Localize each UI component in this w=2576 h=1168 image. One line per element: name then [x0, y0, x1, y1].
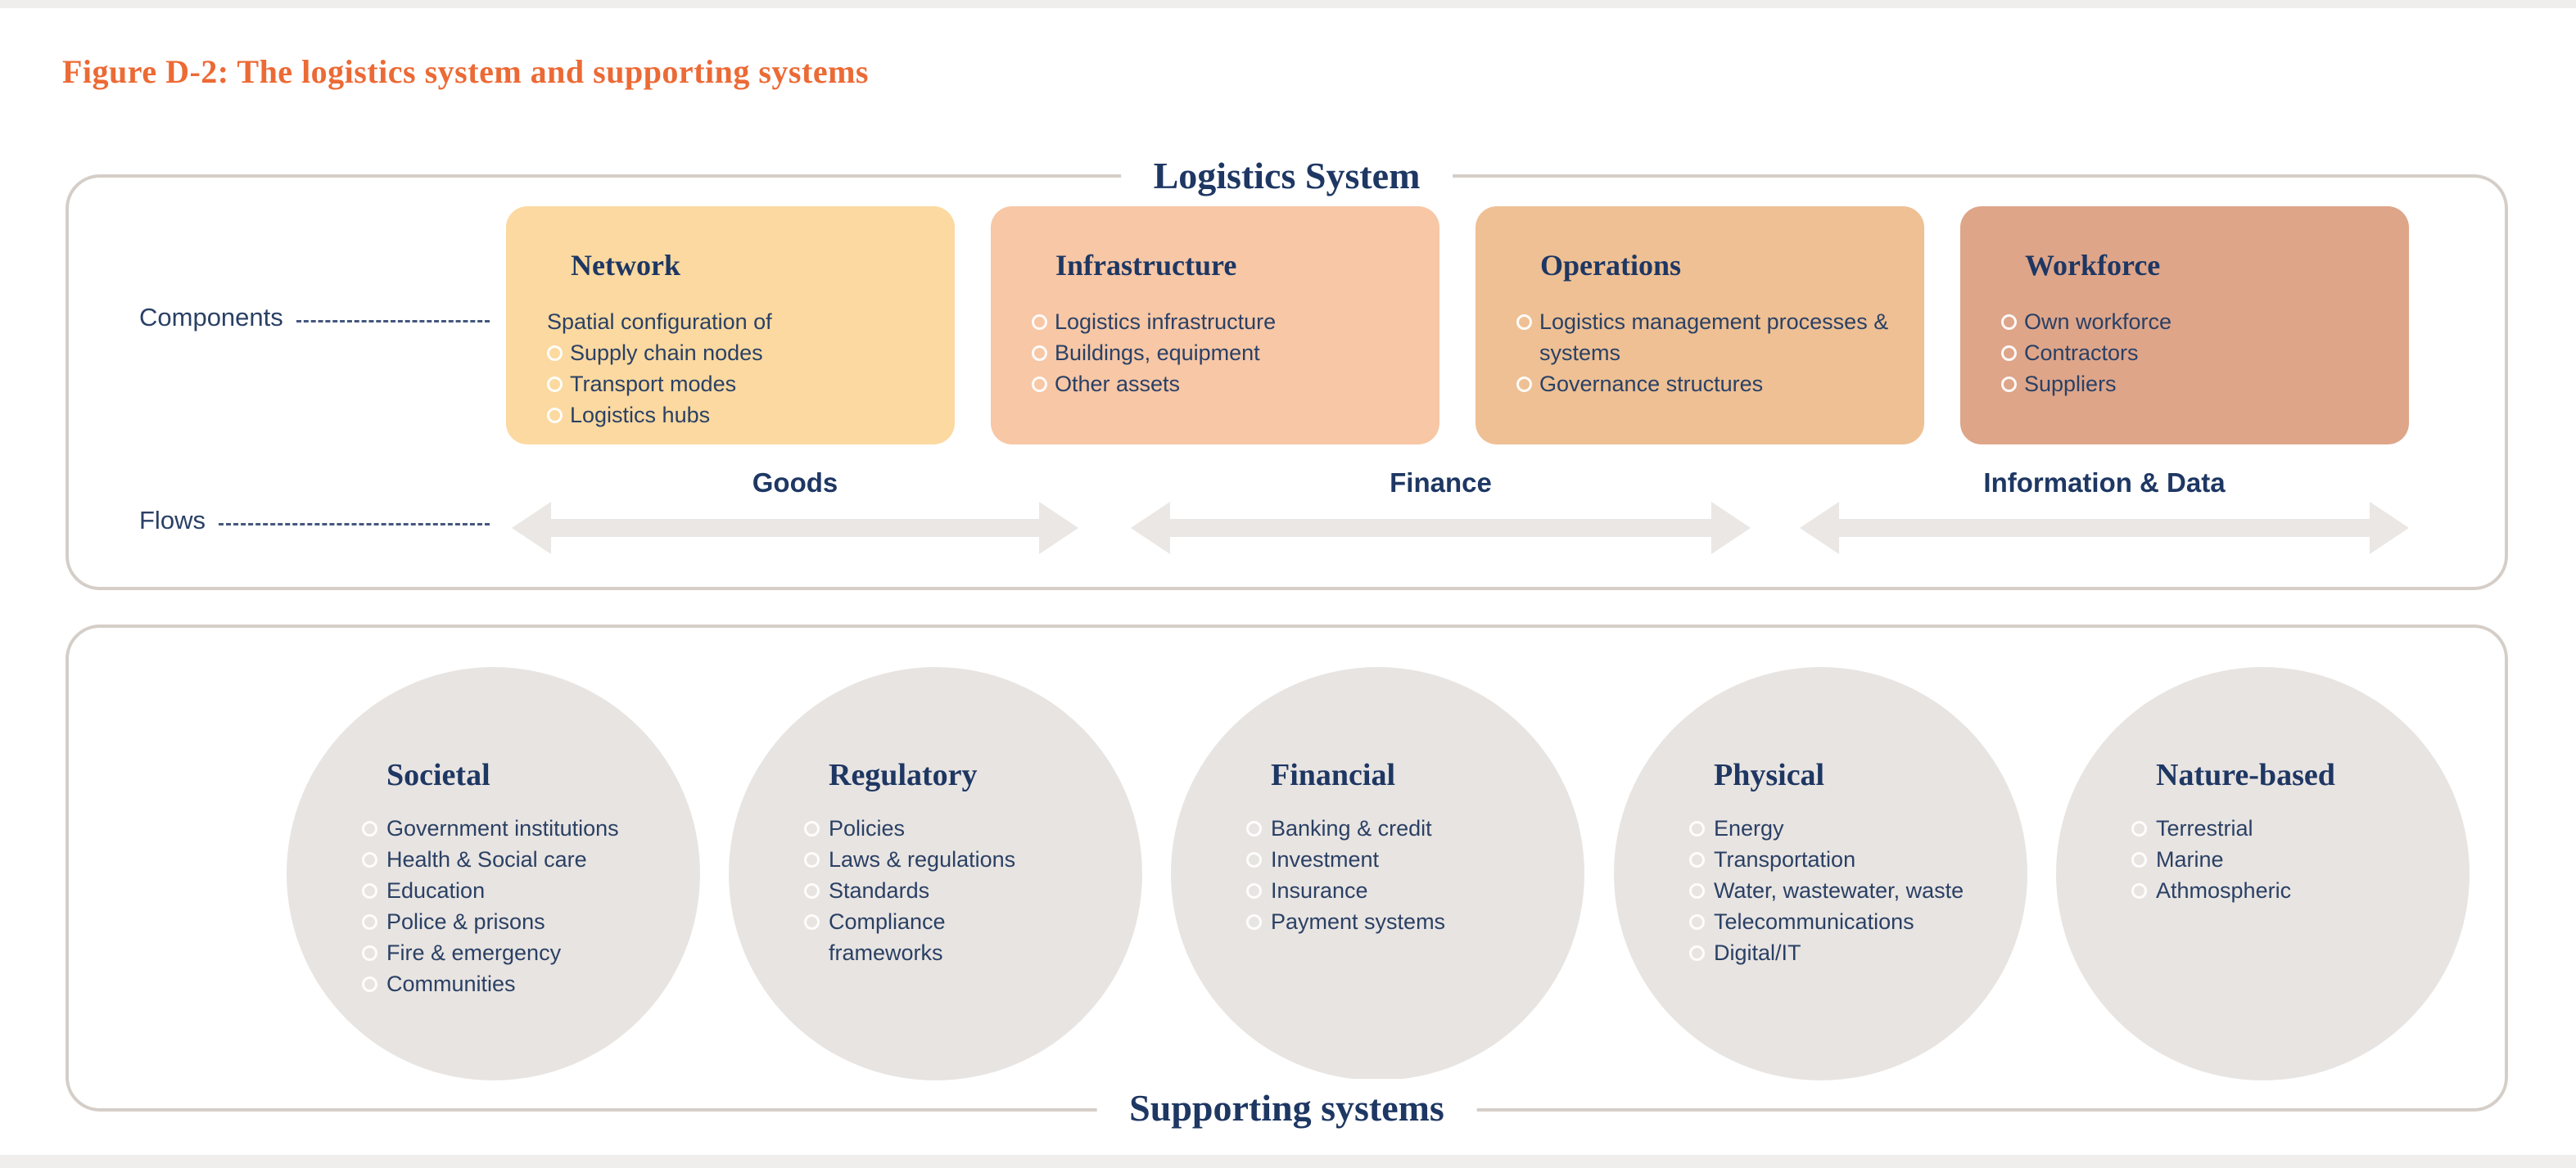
circle-bullet-list: Banking & credit Investment Insurance Pa…: [1246, 813, 1547, 937]
bullet-item: Banking & credit: [1246, 813, 1547, 844]
bullet-item: Supply chain nodes: [547, 337, 924, 368]
flow-label: Goods: [752, 467, 838, 498]
bullet-item: Transportation: [1689, 844, 1990, 875]
circle-bullet-list: Government institutions Health & Social …: [362, 813, 662, 999]
flow-label: Finance: [1390, 467, 1492, 498]
bottom-strip: [0, 1155, 2576, 1168]
arrow-shaft: [551, 519, 1039, 537]
components-leader-line: [296, 319, 490, 322]
bullet-item: Standards: [804, 875, 1035, 906]
card-title: Network: [571, 249, 680, 282]
card-intro: Spatial configuration of: [547, 309, 772, 334]
bullet-item: Policies: [804, 813, 1035, 844]
circle-title: Regulatory: [829, 758, 978, 792]
bullet-item: Education: [362, 875, 662, 906]
bullet-item: Energy: [1689, 813, 1990, 844]
arrow-left-head: [1800, 502, 1839, 554]
arrow-shaft: [1170, 519, 1711, 537]
bullet-item: Water, wastewater, waste: [1689, 875, 1990, 906]
figure-title: Figure D-2: The logistics system and sup…: [62, 53, 869, 90]
card-bullet-list: Supply chain nodes Transport modes Logis…: [547, 337, 924, 431]
circle-nature-based: Nature-based Terrestrial Marine Athmosph…: [2056, 667, 2470, 1080]
arrow-right-head: [1039, 502, 1078, 554]
double-arrow-icon: [512, 502, 1078, 554]
bullet-item: Terrestrial: [2131, 813, 2432, 844]
bullet-item: Digital/IT: [1689, 937, 1990, 968]
components-row-label: Components: [139, 300, 490, 336]
bullet-item: Governance structures: [1516, 368, 1893, 399]
arrow-shaft: [1839, 519, 2370, 537]
card-bullet-list: Logistics management processes & systems…: [1516, 306, 1893, 399]
circle-bullet-list: Energy Transportation Water, wastewater,…: [1689, 813, 1990, 968]
circle-title: Societal: [386, 758, 490, 792]
bullet-item: Athmospheric: [2131, 875, 2432, 906]
arrow-left-head: [1131, 502, 1170, 554]
circle-title: Financial: [1271, 758, 1396, 792]
circle-regulatory: Regulatory Policies Laws & regulations S…: [729, 667, 1142, 1080]
supporting-systems-panel: Societal Government institutions Health …: [66, 625, 2508, 1138]
bullet-item: Laws & regulations: [804, 844, 1035, 875]
bullet-item: Compliance frameworks: [804, 906, 1035, 968]
circle-societal: Societal Government institutions Health …: [287, 667, 700, 1080]
flows-row-label-text: Flows: [139, 506, 206, 534]
circle-title: Physical: [1714, 758, 1825, 792]
circle-physical: Physical Energy Transportation Water, wa…: [1614, 667, 2027, 1080]
component-card-infrastructure: Infrastructure Logistics infrastructure …: [991, 206, 1439, 444]
bullet-item: Logistics infrastructure: [1032, 306, 1408, 337]
bullet-item: Marine: [2131, 844, 2432, 875]
bullet-item: Contractors: [2001, 337, 2378, 368]
component-card-workforce: Workforce Own workforce Contractors Supp…: [1960, 206, 2409, 444]
card-bullet-list: Logistics infrastructure Buildings, equi…: [1032, 306, 1408, 399]
circle-financial: Financial Banking & credit Investment In…: [1171, 667, 1584, 1080]
arrow-left-head: [512, 502, 551, 554]
flow-goods: Goods: [512, 466, 1078, 554]
logistics-system-label: Logistics System: [1120, 147, 1453, 205]
double-arrow-icon: [1800, 502, 2409, 554]
card-title: Operations: [1540, 249, 1682, 282]
supporting-systems-label: Supporting systems: [1096, 1079, 1477, 1138]
components-row: Network Spatial configuration of Supply …: [506, 206, 2409, 444]
bullet-item: Buildings, equipment: [1032, 337, 1408, 368]
components-row-label-text: Components: [139, 303, 283, 331]
component-card-network: Network Spatial configuration of Supply …: [506, 206, 955, 444]
bullet-item: Government institutions: [362, 813, 662, 844]
bullet-item: Logistics management processes & systems: [1516, 306, 1893, 368]
bullet-item: Other assets: [1032, 368, 1408, 399]
bullet-item: Own workforce: [2001, 306, 2378, 337]
bullet-item: Health & Social care: [362, 844, 662, 875]
bullet-item: Logistics hubs: [547, 399, 924, 431]
card-title: Workforce: [2025, 249, 2161, 282]
top-strip: [0, 0, 2576, 8]
bullet-item: Communities: [362, 968, 662, 999]
bullet-item: Transport modes: [547, 368, 924, 399]
flow-finance: Finance: [1131, 466, 1751, 554]
flow-information-data: Information & Data: [1800, 466, 2409, 554]
bullet-item: Investment: [1246, 844, 1547, 875]
circle-title: Nature-based: [2156, 758, 2335, 792]
circle-bullet-list: Policies Laws & regulations Standards Co…: [804, 813, 1105, 968]
arrow-right-head: [2370, 502, 2409, 554]
double-arrow-icon: [1131, 502, 1751, 554]
component-card-operations: Operations Logistics management processe…: [1476, 206, 1924, 444]
card-bullet-list: Own workforce Contractors Suppliers: [2001, 306, 2378, 399]
bullet-item: Police & prisons: [362, 906, 662, 937]
bullet-item: Suppliers: [2001, 368, 2378, 399]
bullet-item: Fire & emergency: [362, 937, 662, 968]
flow-label: Information & Data: [1983, 467, 2226, 498]
bullet-item: Telecommunications: [1689, 906, 1990, 937]
bullet-item: Payment systems: [1246, 906, 1547, 937]
flows-row-label: Flows: [139, 503, 490, 539]
bullet-item: Insurance: [1246, 875, 1547, 906]
card-title: Infrastructure: [1055, 249, 1237, 282]
arrow-right-head: [1711, 502, 1751, 554]
flows-leader-line: [218, 522, 490, 525]
circle-bullet-list: Terrestrial Marine Athmospheric: [2131, 813, 2432, 906]
logistics-system-panel: Logistics System Components Flows Networ…: [66, 147, 2508, 590]
